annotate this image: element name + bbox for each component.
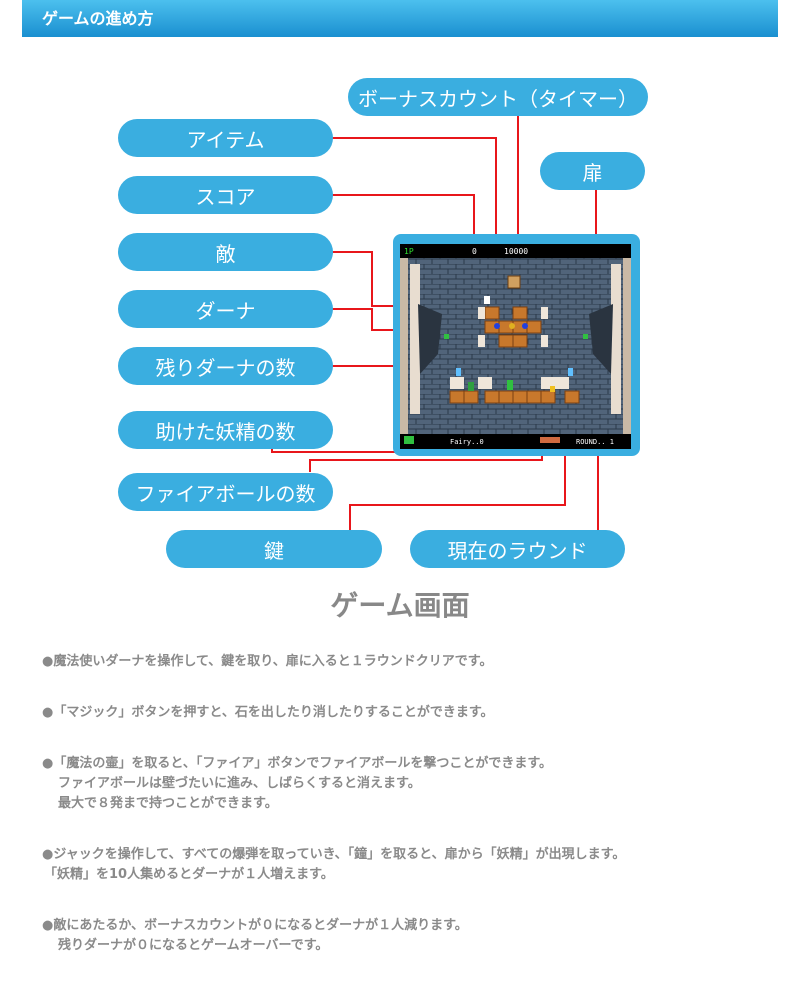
note-line: ●魔法使いダーナを操作して、鍵を取り、扉に入ると１ラウンドクリアです。 [42,654,493,669]
note-line: 「妖精」を10人集めるとダーナが１人増えます。 [44,867,334,882]
game-screen: 1P 0 10000 Fairy..0 ROUND.. 1 [400,244,631,449]
note-line: ●「魔法の壷」を取ると、「ファイア」ボタンでファイアボールを撃つことができます。 [42,756,553,771]
label-item: アイテム [118,119,333,157]
label-score: スコア [118,176,333,214]
note-line: ●「マジック」ボタンを押すと、石を出したり消したりすることができます。 [42,705,494,720]
note-item: ●ジャックを操作して、すべての爆弾を取っていき、「鐘」を取ると、扉から「妖精」が… [42,845,782,885]
note-item: ●敵にあたるか、ボーナスカウントが０になるとダーナが１人減ります。 残りダーナが… [42,916,782,956]
note-line: ●敵にあたるか、ボーナスカウントが０になるとダーナが１人減ります。 [42,918,468,933]
label-current-round: 現在のラウンド [410,530,625,568]
label-remaining-dana: 残りダーナの数 [118,347,333,385]
label-fireball-count: ファイアボールの数 [118,473,333,511]
label-dana: ダーナ [118,290,333,328]
hud-fairy: Fairy..0 [450,438,484,446]
section-title: ゲームの進め方 [42,9,154,28]
note-line: ●ジャックを操作して、すべての爆弾を取っていき、「鐘」を取ると、扉から「妖精」が… [42,847,626,862]
note-item: ●「マジック」ボタンを押すと、石を出したり消したりすることができます。 [42,703,782,723]
label-key: 鍵 [166,530,382,568]
game-screen-image: 1P 0 10000 Fairy..0 ROUND.. 1 [400,247,631,446]
hud-player: 1P [404,247,414,256]
note-item: ●魔法使いダーナを操作して、鍵を取り、扉に入ると１ラウンドクリアです。 [42,652,782,672]
note-line: 最大で８発まで持つことができます。 [58,796,278,811]
instructions: ●魔法使いダーナを操作して、鍵を取り、扉に入ると１ラウンドクリアです。 ●「マジ… [42,652,782,987]
hud-timer: 10000 [504,247,528,256]
screen-caption: ゲーム画面 [330,589,470,622]
note-line: 残りダーナが０になるとゲームオーバーです。 [58,938,329,953]
label-enemy: 敵 [118,233,333,271]
note-line: ファイアボールは壁づたいに進み、しばらくすると消えます。 [58,776,421,791]
label-rescued-fairies: 助けた妖精の数 [118,411,333,449]
label-bonus-count: ボーナスカウント（タイマー） [348,78,648,116]
section-header: ゲームの進め方 [22,0,778,37]
hud-score: 0 [472,247,477,256]
hud-round: ROUND.. 1 [576,438,614,446]
note-item: ●「魔法の壷」を取ると、「ファイア」ボタンでファイアボールを撃つことができます。… [42,754,782,814]
label-door: 扉 [540,152,645,190]
